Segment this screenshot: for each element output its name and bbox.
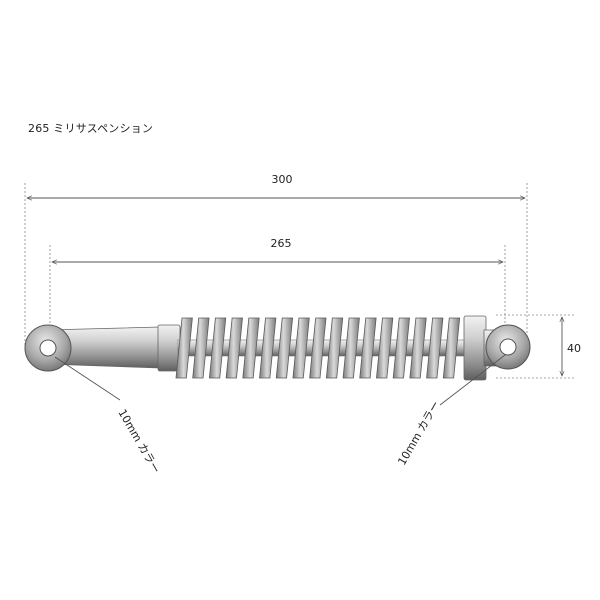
spring-coil bbox=[325, 317, 344, 379]
spring-coil bbox=[192, 317, 210, 379]
right-mount-eye bbox=[483, 324, 531, 370]
left-collar-label: 10mm カラー bbox=[115, 407, 162, 476]
page-title: 265 ミリサスペンション bbox=[28, 122, 154, 135]
dimension-label-40: 40 bbox=[567, 342, 581, 355]
left-collar-leader bbox=[54, 356, 121, 401]
dimension-label-300: 300 bbox=[272, 173, 293, 186]
spring-coil bbox=[309, 317, 327, 379]
damper-body bbox=[157, 324, 181, 372]
spring-coil bbox=[175, 317, 193, 379]
right-collar-label: 10mm カラー bbox=[395, 399, 442, 468]
spring-coil bbox=[342, 317, 360, 379]
spring-coil bbox=[409, 317, 427, 379]
spring-coil bbox=[242, 317, 260, 379]
left-mount-eye bbox=[24, 324, 161, 372]
spring-top-cap bbox=[463, 315, 487, 381]
coil-spring bbox=[175, 317, 461, 379]
dimension-label-265: 265 bbox=[271, 237, 292, 250]
spring-coil bbox=[376, 317, 394, 379]
spring-coil bbox=[359, 317, 377, 379]
spring-coil bbox=[426, 317, 444, 379]
spring-coil bbox=[225, 317, 243, 379]
extension-lines bbox=[24, 183, 575, 379]
spring-coil bbox=[275, 317, 294, 379]
spring-coil bbox=[292, 317, 310, 379]
spring-coil bbox=[392, 317, 410, 379]
spring-coil bbox=[442, 317, 461, 379]
right-collar-leader bbox=[439, 354, 506, 406]
spring-coil bbox=[259, 317, 277, 379]
spring-coil bbox=[208, 317, 227, 379]
